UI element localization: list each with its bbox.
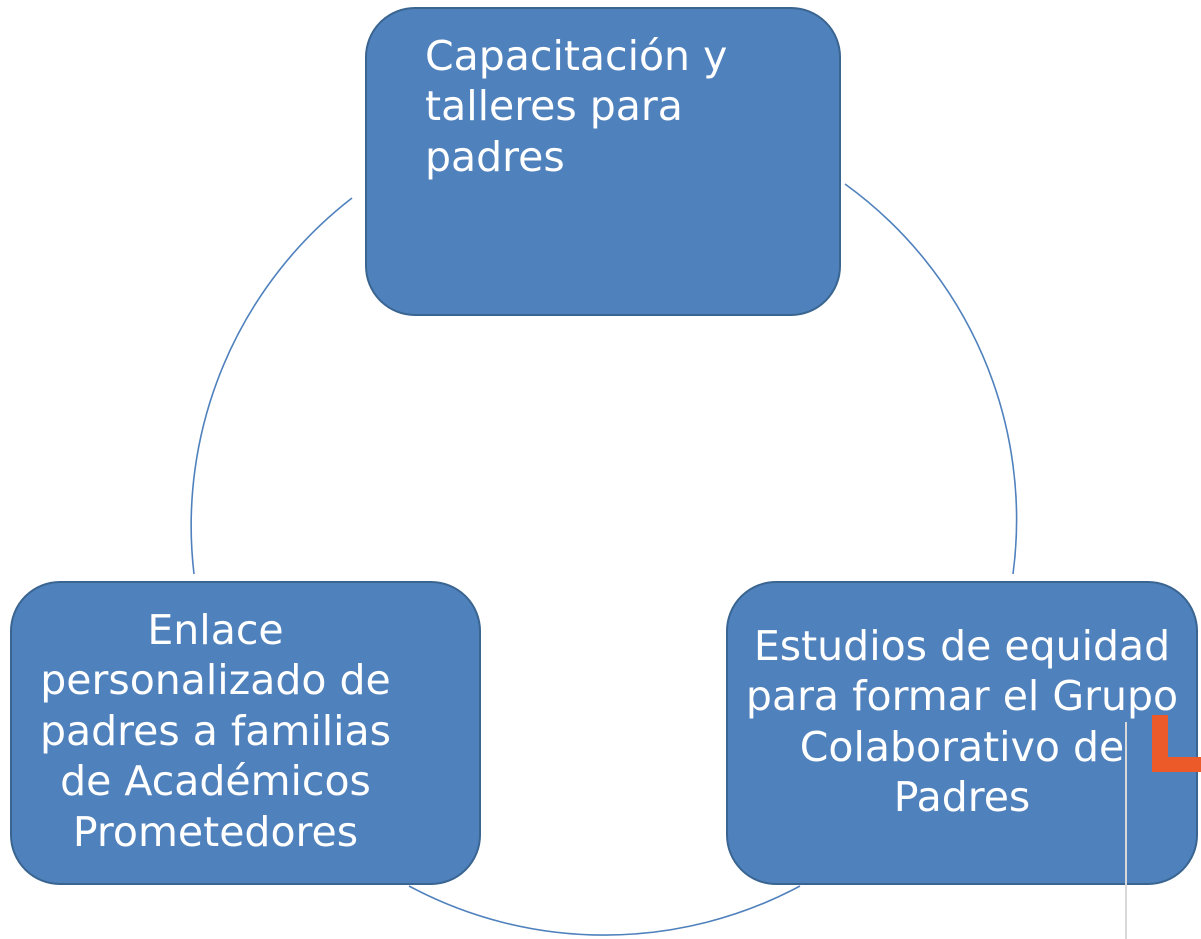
brand-logo-l-icon [1152,715,1201,772]
brand-divider [1125,722,1127,939]
connector-right-left [408,885,801,936]
connector-top-right [844,183,1018,575]
node-label: Capacitación y talleres para padres [425,32,728,181]
node-label: Enlace personalizado de padres a familia… [39,606,392,856]
cycle-node-training-workshops: Capacitación y talleres para padres [365,7,841,316]
cycle-node-parent-liaison: Enlace personalizado de padres a familia… [10,581,481,885]
cycle-node-equity-studies: Estudios de equidad para formar el Grupo… [726,581,1198,885]
connector-left-top [190,197,353,575]
node-label: Estudios de equidad para formar el Grupo… [745,622,1179,822]
